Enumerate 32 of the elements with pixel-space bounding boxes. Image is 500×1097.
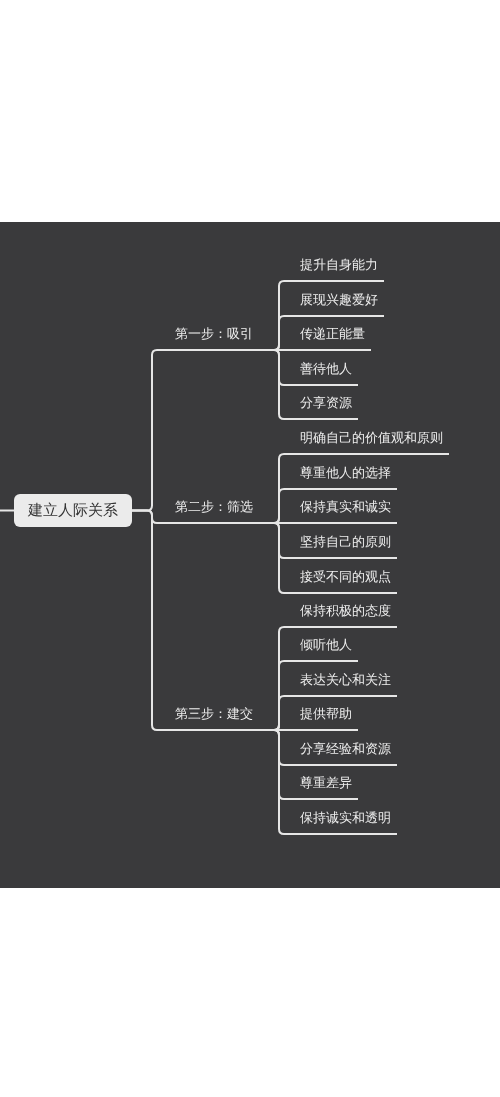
connector-line (273, 695, 286, 731)
connector-line (0, 509, 15, 512)
subtopic: 传递正能量 (285, 321, 371, 351)
subtopic: 善待他人 (285, 356, 358, 386)
connector-line (273, 488, 286, 524)
connector-line (273, 349, 286, 420)
root-topic-box: 建立人际关系 (14, 494, 132, 527)
subtopic: 明确自己的价值观和原则 (285, 425, 449, 455)
subtopic: 接受不同的观点 (285, 564, 397, 594)
subtopic: 分享经验和资源 (285, 736, 397, 766)
connector-line (276, 729, 286, 731)
subtopic: 保持积极的态度 (285, 598, 397, 628)
connector-line (273, 522, 286, 594)
branch-topic: 第三步：建交 (160, 701, 277, 731)
subtopic: 保持诚实和透明 (285, 805, 397, 835)
subtopic: 保持真实和诚实 (285, 494, 397, 524)
subtopic: 尊重他人的选择 (285, 460, 397, 490)
connector-line (131, 509, 161, 731)
subtopic: 展现兴趣爱好 (285, 287, 384, 317)
connector-line (276, 349, 286, 351)
subtopic: 坚持自己的原则 (285, 529, 397, 559)
subtopic: 分享资源 (285, 390, 358, 420)
connector-line (273, 729, 286, 835)
branch-topic: 第一步：吸引 (160, 321, 277, 351)
subtopic: 表达关心和关注 (285, 667, 397, 697)
connector-line (276, 522, 286, 524)
subtopic: 提供帮助 (285, 701, 358, 731)
subtopic: 提升自身能力 (285, 252, 384, 282)
subtopic: 尊重差异 (285, 770, 358, 800)
connector-line (273, 315, 286, 351)
subtopic: 倾听他人 (285, 632, 358, 662)
branch-topic: 第二步：筛选 (160, 494, 277, 524)
